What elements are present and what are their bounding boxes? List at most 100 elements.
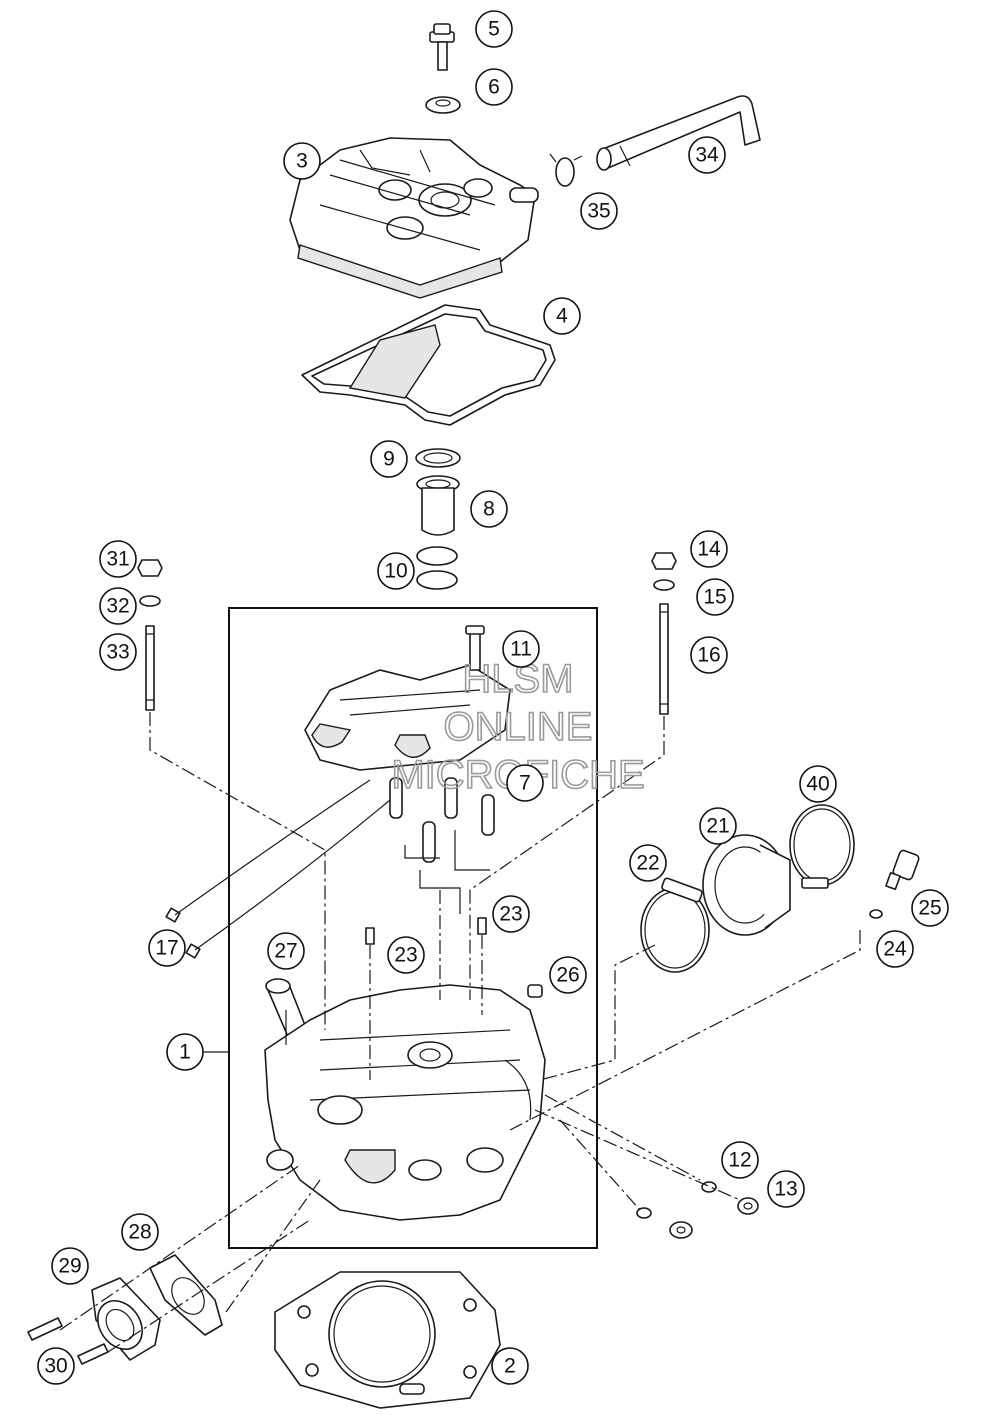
screw-plug-13: [737, 1197, 759, 1215]
callout-23b: 23: [387, 936, 425, 974]
callout-35: 35: [580, 192, 618, 230]
svg-text:3: 3: [296, 150, 308, 173]
callout-15: 15: [696, 578, 734, 616]
svg-text:29: 29: [58, 1255, 81, 1278]
callout-16: 16: [690, 636, 728, 674]
svg-text:5: 5: [488, 18, 500, 41]
svg-text:23: 23: [499, 903, 522, 926]
nut-31: [137, 559, 163, 577]
svg-text:4: 4: [556, 305, 568, 328]
svg-text:35: 35: [587, 200, 610, 223]
callout-27: 27: [267, 932, 305, 970]
svg-text:9: 9: [383, 448, 395, 471]
svg-text:8: 8: [483, 498, 495, 521]
stud-16: [659, 603, 669, 715]
svg-text:23: 23: [394, 944, 417, 967]
callout-21: 21: [699, 807, 737, 845]
callout-14: 14: [690, 530, 728, 568]
temperature-sensor-25: [885, 849, 920, 891]
cylinder-head-gasket-2: [274, 1271, 501, 1409]
svg-text:10: 10: [384, 560, 407, 583]
svg-text:24: 24: [883, 938, 907, 961]
plug-26: [527, 984, 543, 998]
callout-24: 24: [876, 930, 914, 968]
watermark-line2: ONLINE: [444, 705, 593, 749]
svg-text:28: 28: [128, 1221, 151, 1244]
callout-28: 28: [121, 1213, 159, 1251]
bolt-5: [429, 23, 455, 71]
seal-ring-9: [415, 448, 461, 468]
callout-6: 6: [475, 68, 513, 106]
svg-text:25: 25: [918, 897, 941, 920]
hose-clamp-22: [640, 877, 710, 973]
svg-text:30: 30: [44, 1355, 67, 1378]
stud-33: [145, 625, 155, 711]
svg-text:1: 1: [179, 1041, 191, 1064]
valve-guides-7: [389, 777, 495, 914]
callout-32: 32: [99, 587, 137, 625]
camshaft-bridge: [304, 625, 511, 771]
breather-hose-34: [596, 95, 761, 171]
svg-text:21: 21: [706, 815, 729, 838]
callout-25: 25: [911, 889, 949, 927]
o-ring-lower: [636, 1207, 652, 1219]
callout-9: 9: [370, 440, 408, 478]
callout-8: 8: [470, 490, 508, 528]
callout-2: 2: [491, 1347, 529, 1385]
svg-text:31: 31: [106, 548, 129, 571]
callout-31: 31: [99, 540, 137, 578]
washer-15: [653, 579, 675, 591]
svg-text:32: 32: [106, 595, 129, 618]
o-ring-12: [701, 1181, 717, 1193]
svg-text:17: 17: [155, 937, 178, 960]
svg-text:40: 40: [806, 773, 829, 796]
svg-text:2: 2: [504, 1355, 516, 1378]
svg-text:12: 12: [728, 1149, 751, 1172]
svg-text:26: 26: [556, 964, 579, 987]
washer-32: [139, 595, 161, 607]
cylinder-head-1: [264, 984, 546, 1221]
callout-11: 11: [502, 630, 540, 668]
callout-22: 22: [629, 844, 667, 882]
callout-29: 29: [51, 1247, 89, 1285]
hose-clamp-35: [549, 153, 583, 187]
callout-10: 10: [377, 552, 415, 590]
svg-text:11: 11: [510, 638, 532, 661]
callout-3: 3: [283, 142, 321, 180]
callout-13: 13: [767, 1170, 805, 1208]
assembly-frame: [228, 607, 598, 1249]
callout-1: 1: [166, 1033, 204, 1071]
callout-23a: 23: [492, 895, 530, 933]
svg-text:22: 22: [636, 852, 659, 875]
svg-text:33: 33: [106, 641, 129, 664]
valve-cover-3: [289, 137, 539, 299]
callout-40: 40: [799, 765, 837, 803]
svg-text:7: 7: [519, 772, 531, 795]
intake-boot-21: [702, 834, 791, 936]
dowel-pins-23: [365, 917, 487, 945]
intake-flange-gasket-28: [149, 1254, 223, 1336]
callout-26: 26: [549, 956, 587, 994]
nut-14: [651, 552, 677, 570]
callout-17: 17: [148, 929, 186, 967]
valve-cover-gasket-4: [301, 304, 556, 426]
seal-ring-24: [869, 909, 883, 919]
seal-washer-6: [425, 96, 461, 114]
o-rings-10: [416, 546, 458, 590]
callout-7: 7: [506, 764, 544, 802]
callout-34: 34: [688, 136, 726, 174]
callout-33: 33: [99, 633, 137, 671]
hose-clamp-40: [789, 804, 855, 889]
callout-30: 30: [37, 1347, 75, 1385]
callout-12: 12: [721, 1141, 759, 1179]
svg-text:27: 27: [274, 940, 297, 963]
svg-text:13: 13: [774, 1178, 797, 1201]
bolts-17: [165, 907, 201, 959]
svg-text:34: 34: [695, 144, 719, 167]
callout-4: 4: [543, 297, 581, 335]
svg-text:14: 14: [697, 538, 721, 561]
svg-text:16: 16: [697, 644, 720, 667]
screw-plug-lower: [669, 1221, 693, 1239]
callout-5: 5: [475, 10, 513, 48]
